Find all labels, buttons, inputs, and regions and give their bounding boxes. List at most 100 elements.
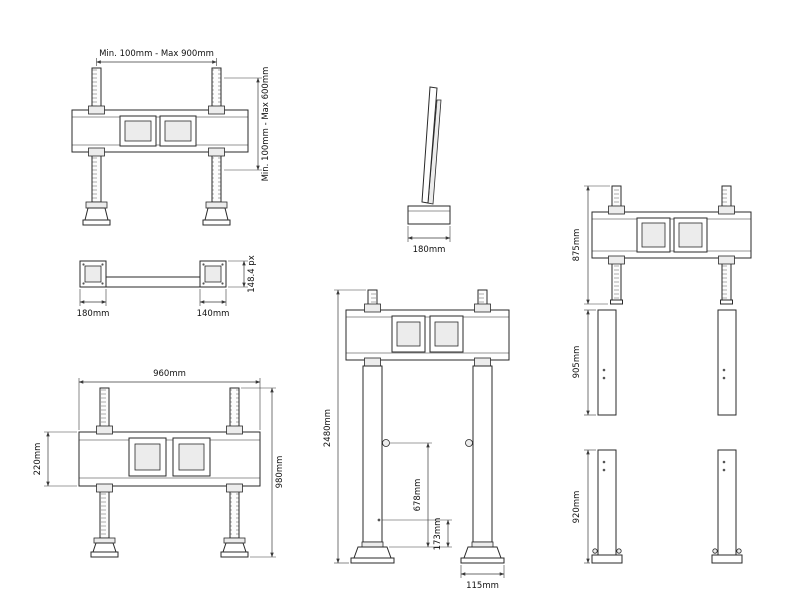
foot-flange <box>591 554 623 564</box>
column-hole <box>722 468 726 472</box>
view-wall-mount-front: Min. 100mm - Max 900mm Min. 100mm - Max … <box>71 49 271 226</box>
mount-bracket <box>591 211 752 259</box>
vesa-plate-inner <box>178 443 205 471</box>
base-foot <box>463 546 502 559</box>
base-plate <box>220 551 249 558</box>
base-foot <box>222 542 247 553</box>
plate-inner <box>204 265 222 283</box>
mounting-hole <box>101 263 104 266</box>
rail-clamp <box>608 255 625 265</box>
dimension-mount-width: Min. 100mm - Max 900mm <box>96 49 217 66</box>
base-plate <box>460 557 505 564</box>
dimension-tall-column: 678mm <box>389 442 452 548</box>
column-hole <box>602 376 606 380</box>
column <box>597 309 617 416</box>
dim-label-base-width: 115mm <box>466 581 499 591</box>
rail-clamp <box>474 357 491 367</box>
foot-flange <box>711 554 743 564</box>
vesa-plate-inner <box>396 321 421 347</box>
dim-label-bracket-height: 220mm <box>33 443 43 476</box>
view-top-plan: 180mm 140mm 148.4 px <box>77 255 257 319</box>
adjustment-knob <box>382 439 390 447</box>
right-base <box>202 201 231 226</box>
column-hole <box>602 368 606 372</box>
dimension-left-plate: 180mm <box>77 289 110 319</box>
dim-label-mount-width: Min. 100mm - Max 900mm <box>99 49 214 59</box>
dim-label-tall-column: 678mm <box>413 479 423 512</box>
plate-inner <box>84 265 102 283</box>
base-side <box>407 205 451 225</box>
vesa-plate-inner <box>641 222 666 248</box>
vesa-plate-inner <box>164 120 192 142</box>
base-foot <box>204 207 229 221</box>
view-stand-front: 960mm 220mm 980mm <box>33 369 285 558</box>
left-plate-top <box>79 260 107 288</box>
dimension-base-width: 115mm <box>460 565 505 591</box>
base-collar <box>93 537 116 544</box>
rail-end-cap <box>610 299 623 305</box>
dim-label-mount-height: Min. 100mm - Max 600mm <box>261 67 271 182</box>
base-plate <box>90 551 119 558</box>
vesa-plate-inner <box>124 120 152 142</box>
dim-label-stand-height: 980mm <box>275 456 285 489</box>
rail-clamp <box>208 147 225 157</box>
dimension-right-plate: 140mm <box>197 289 230 319</box>
rail-end-cap <box>720 299 733 305</box>
rail-clamp <box>88 147 105 157</box>
base-collar <box>471 541 494 548</box>
column-hole <box>602 468 606 472</box>
base-foot <box>92 542 117 553</box>
left-base <box>90 537 119 558</box>
dim-label-tall-column-lower: 173mm <box>433 518 443 551</box>
column <box>717 309 737 416</box>
dim-label-plan-right: 140mm <box>197 309 230 319</box>
dimension-stand-width: 960mm <box>78 369 261 430</box>
dimension-bracket-height: 220mm <box>33 431 77 487</box>
rail-clamp <box>208 105 225 115</box>
mounting-hole <box>202 263 205 266</box>
foot-bolt <box>592 548 598 554</box>
base-foot <box>353 546 392 559</box>
left-base <box>350 541 395 564</box>
base-plate <box>350 557 395 564</box>
rail-clamp <box>364 357 381 367</box>
adjustment-knob <box>465 439 473 447</box>
dim-label-side-depth: 180mm <box>413 245 446 255</box>
dim-label-columns-height: 905mm <box>572 346 582 379</box>
dim-label-tall-height: 2480mm <box>323 409 333 447</box>
dimension-mount-height: Min. 100mm - Max 600mm <box>224 67 271 182</box>
column <box>717 449 737 556</box>
rail-clamp <box>718 255 735 265</box>
dimension-tall-height: 2480mm <box>323 289 366 564</box>
mounting-hole <box>221 263 224 266</box>
column <box>597 449 617 556</box>
base-plate <box>82 219 111 226</box>
vesa-plate-inner <box>134 443 161 471</box>
stand-bracket <box>78 431 261 487</box>
view-tall-stand-front: 2480mm 678mm 173mm 115mm <box>323 289 510 591</box>
mounting-hole <box>82 282 85 285</box>
mounting-hole <box>221 282 224 285</box>
view-side: 180mm <box>407 86 451 255</box>
rail-clamp <box>474 303 491 313</box>
base-plate <box>202 219 231 226</box>
dimension-side-depth: 180mm <box>407 226 451 255</box>
left-base <box>82 201 111 226</box>
mounting-hole <box>202 282 205 285</box>
right-column <box>472 365 493 543</box>
column-hole <box>377 518 381 522</box>
base-collar <box>361 541 384 548</box>
rail-clamp <box>96 425 113 435</box>
rail-clamp <box>364 303 381 313</box>
dim-label-plan-left: 180mm <box>77 309 110 319</box>
dim-label-plan-depth: 148.4 px <box>247 255 257 292</box>
mounting-hole <box>101 282 104 285</box>
mounting-hole <box>82 263 85 266</box>
column-hole <box>722 376 726 380</box>
dim-label-stand-width: 960mm <box>153 369 186 379</box>
base-collar <box>85 201 108 209</box>
base-foot <box>84 207 109 221</box>
dimension-mount-rear-height: 875mm <box>572 185 610 305</box>
